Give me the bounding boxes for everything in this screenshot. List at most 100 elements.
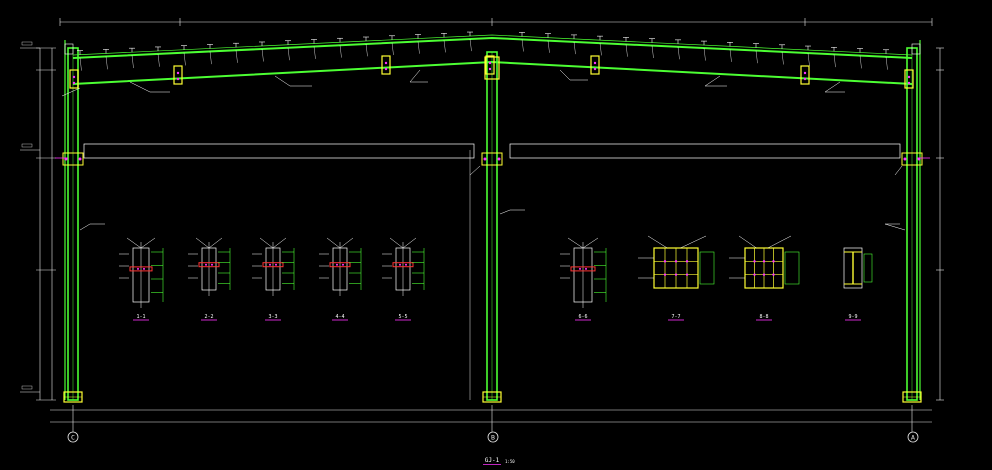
crane-runway-beam <box>83 143 475 159</box>
bolt-marker <box>762 273 766 276</box>
rafter-stiffener <box>183 52 186 66</box>
bolt-marker <box>205 263 207 266</box>
rafter-stiffener <box>859 55 862 69</box>
bolt-marker <box>663 260 667 263</box>
bolt-marker <box>685 273 689 276</box>
crane-runway-beam <box>509 143 901 159</box>
axis-label-b: B <box>491 434 495 442</box>
section-leader <box>126 237 142 249</box>
bolt-marker <box>72 75 76 79</box>
bolt-marker <box>803 77 807 81</box>
section-labels: 1-1 2-2 3-3 4-4 5-5 6-6 7-7 8-8 9-9 <box>136 314 857 320</box>
bolt-marker <box>384 61 388 65</box>
bolt-marker <box>903 157 907 161</box>
section-leader <box>389 237 404 249</box>
section-leader <box>140 237 156 249</box>
rafter-stiffener <box>443 40 446 53</box>
bolt-marker <box>907 75 911 79</box>
rafter-note <box>129 81 151 93</box>
bolt-marker <box>137 267 139 270</box>
column-note <box>884 223 906 231</box>
stiffener-plate <box>129 266 153 272</box>
dimension-stack <box>863 253 873 283</box>
grid-axis-a: A <box>907 431 919 443</box>
rafter-stiffener <box>287 47 290 61</box>
detail-section-7 <box>638 235 715 289</box>
section-leader <box>647 235 668 249</box>
rafter-note <box>559 69 571 81</box>
stiffener-plate <box>262 262 284 268</box>
rafter-stiffener <box>261 48 264 62</box>
bolt-marker <box>488 61 492 65</box>
bolt-marker <box>593 67 597 71</box>
dimension-stack <box>699 251 715 285</box>
drawing-title: GJ-1 <box>485 457 500 464</box>
axis-bubble <box>487 431 499 443</box>
detail-section-3 <box>252 237 295 296</box>
bolt-marker <box>72 81 76 85</box>
rafter-stiffener <box>651 45 654 59</box>
section-leader <box>326 237 341 249</box>
bolt-marker <box>405 263 407 266</box>
bolt-marker <box>176 71 180 75</box>
rafter-stiffener <box>469 39 472 52</box>
rafter-stiffener <box>209 51 212 65</box>
bolt-marker <box>336 263 338 266</box>
bolt-marker <box>399 263 401 266</box>
rafter-stiffener <box>599 43 602 56</box>
rafter-stiffener <box>703 48 706 61</box>
section-label-8: 8-8 <box>759 314 768 320</box>
splice-plate <box>381 55 391 75</box>
grid-axis-c: C <box>67 431 79 443</box>
bolt-marker <box>674 260 678 263</box>
rafter-stiffener <box>235 50 238 63</box>
splice-plate <box>485 55 495 75</box>
ridge-splice-plate <box>484 56 500 80</box>
section-leader <box>339 237 354 249</box>
rafter-stiffener <box>339 45 342 58</box>
bolt-marker <box>488 67 492 71</box>
section-leader <box>259 237 274 249</box>
stiffener-plate <box>198 262 220 268</box>
rafter-stiffener <box>807 53 810 66</box>
section-leader <box>582 237 599 249</box>
drawing-title-block: GJ-1 1:50 <box>483 457 515 465</box>
bolt-marker <box>803 71 807 75</box>
rafter-stiffener <box>781 51 784 65</box>
dimension-stack <box>784 251 800 285</box>
eave-flashing <box>64 43 74 55</box>
detail-section-2 <box>188 237 231 296</box>
bolt-marker <box>772 260 775 263</box>
eave-flashing <box>911 43 921 55</box>
bolt-marker <box>384 67 388 71</box>
drawing-scale: 1:50 <box>505 459 515 464</box>
bolt-marker <box>78 157 82 161</box>
rafter-stiffener <box>755 50 758 64</box>
bolt-marker <box>497 157 501 161</box>
section-label-9: 9-9 <box>848 314 857 320</box>
detail-section-4 <box>319 237 362 296</box>
roof-sheeting-line <box>72 34 913 56</box>
bolt-marker <box>907 81 911 85</box>
stiffener-plate <box>570 266 596 272</box>
level-text-placeholder <box>21 41 33 46</box>
corbel-bracket <box>62 152 84 166</box>
bolt-marker <box>663 273 667 276</box>
splice-plate <box>173 65 183 85</box>
column-note <box>499 209 511 215</box>
rafter-stiffener <box>521 39 524 52</box>
bolt-marker <box>593 61 597 65</box>
section-label-2: 2-2 <box>204 314 213 320</box>
rafter-stiffener <box>885 56 888 70</box>
level-text-placeholder <box>21 143 33 148</box>
portal-frame <box>55 34 930 403</box>
rafter-stiffener <box>833 54 836 68</box>
bolt-marker <box>674 273 678 276</box>
section-label-7: 7-7 <box>671 314 680 320</box>
rafter-stiffener <box>365 43 368 57</box>
bolt-marker <box>753 273 756 276</box>
axis-bubble <box>67 431 79 443</box>
section-leader <box>738 235 757 249</box>
section-label-3: 3-3 <box>268 314 277 320</box>
